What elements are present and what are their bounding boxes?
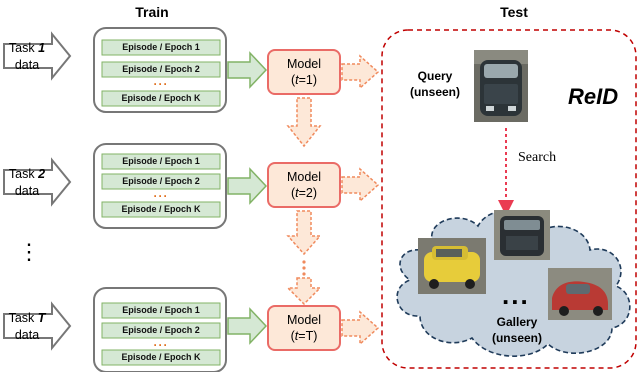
gallery-label: Gallery(unseen) bbox=[491, 315, 542, 345]
orange-arrow-down-2 bbox=[286, 210, 322, 256]
task-1-input-shape bbox=[3, 31, 72, 81]
green-arrow-1 bbox=[227, 51, 268, 89]
gallery-ellipsis: ... bbox=[502, 280, 530, 310]
orange-arrow-down-3 bbox=[286, 277, 322, 306]
model-box-1 bbox=[267, 49, 341, 95]
episode-label-k: Episode / Epoch K bbox=[121, 93, 201, 103]
orange-arrow-down-1 bbox=[286, 97, 322, 148]
gallery-car-yellow bbox=[418, 238, 486, 294]
episode-bar bbox=[101, 302, 221, 319]
episode-label-k: Episode / Epoch K bbox=[121, 204, 201, 214]
task-t-input-shape bbox=[3, 301, 72, 351]
episode-bar bbox=[101, 39, 221, 56]
episode-bar bbox=[101, 173, 221, 190]
query-label: Query(unseen) bbox=[409, 69, 460, 99]
episode-label-2: Episode / Epoch 2 bbox=[122, 64, 200, 74]
episode-dots: ··· bbox=[153, 338, 169, 352]
episode-label-1: Episode / Epoch 1 bbox=[122, 42, 200, 52]
episode-label-2: Episode / Epoch 2 bbox=[122, 176, 200, 186]
train-header: Train bbox=[135, 4, 169, 20]
task-vertical-dots: ⋮ bbox=[18, 239, 40, 264]
green-arrow-2 bbox=[227, 167, 268, 205]
orange-arrow-right-2 bbox=[341, 167, 380, 203]
orange-arrow-right-t bbox=[341, 310, 380, 346]
task-2-input-shape bbox=[3, 157, 72, 207]
model-label-t: Model(t=T) bbox=[286, 313, 322, 343]
episode-label-1: Episode / Epoch 1 bbox=[122, 156, 200, 166]
search-label: Search bbox=[518, 150, 557, 165]
episode-bar bbox=[101, 201, 221, 218]
query-car-image bbox=[474, 50, 528, 122]
model-label-2: Model(t=2) bbox=[286, 170, 322, 200]
episode-bar bbox=[101, 153, 221, 170]
episode-bar bbox=[101, 90, 221, 107]
model-box-t bbox=[267, 305, 341, 351]
reid-label: ReID bbox=[568, 84, 619, 109]
episode-bar bbox=[101, 61, 221, 78]
model-box-2 bbox=[267, 162, 341, 208]
model-label-1: Model(t=1) bbox=[286, 57, 322, 87]
orange-arrow-right-1 bbox=[341, 54, 380, 90]
test-region bbox=[381, 29, 637, 369]
orange-vertical-dots bbox=[302, 260, 306, 276]
gallery-car-red bbox=[548, 268, 612, 320]
episode-label-1: Episode / Epoch 1 bbox=[122, 305, 200, 315]
green-arrow-t bbox=[227, 307, 268, 345]
episode-label-k: Episode / Epoch K bbox=[121, 352, 201, 362]
episode-dots: ··· bbox=[153, 189, 169, 203]
test-header: Test bbox=[500, 4, 528, 20]
episode-dots: ··· bbox=[153, 77, 169, 91]
gallery-car-dark bbox=[494, 210, 550, 260]
episode-label-2: Episode / Epoch 2 bbox=[122, 325, 200, 335]
episode-bar bbox=[101, 322, 221, 339]
episode-bar bbox=[101, 349, 221, 366]
